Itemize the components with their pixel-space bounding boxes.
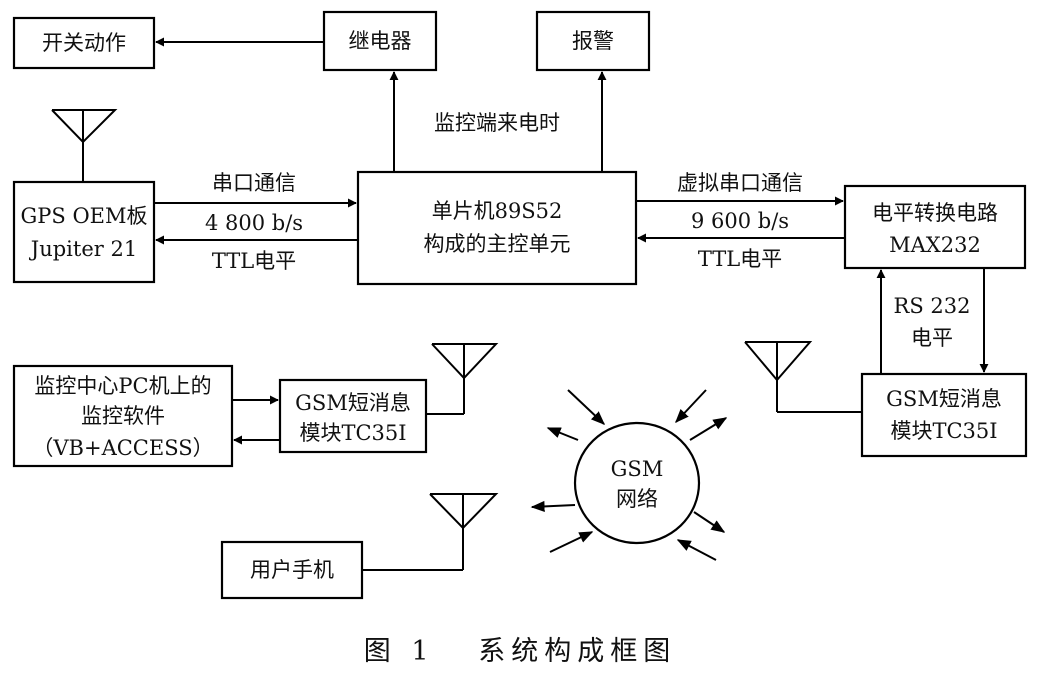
ttl-right-label: TTL电平 [698,247,782,271]
signal-in-arrow-lower-right [676,539,717,561]
baud-4800-label: 4 800 b/s [205,211,303,235]
gsm-right-antenna-icon [744,341,862,413]
gps-oem-box: GPS OEM板 Jupiter 21 [12,180,156,284]
user-phone-label: 用户手机 [250,558,334,582]
power-on-label: 监控端来电时 [434,111,560,135]
signal-in-arrow-upper-right [675,389,707,424]
signal-out-arrow-upper-left [546,427,579,441]
serial-comm-label: 串口通信 [212,171,296,195]
gsm-left-label: GSM短消息 [295,391,411,415]
gsm-network-label: GSM [611,457,664,481]
level-converter-box: 电平转换电路 MAX232 [843,184,1027,270]
monitor-pc-box: 监控中心PC机上的 监控软件 （VB+ACCESS） [12,364,234,468]
gsm-module-right-box: GSM短消息 模块TC35I [860,372,1028,458]
signal-out-arrow-left [530,500,576,513]
mcu-label: 单片机89S52 [432,199,563,223]
user-phone-box: 用户手机 [220,540,364,600]
gsm-right-label: GSM短消息 [886,387,1002,411]
phone-antenna-icon [362,493,499,571]
alarm-label: 报警 [572,29,614,53]
gsm-module-left-box: GSM短消息 模块TC35I [278,378,428,454]
gsm-network-sub-label: 网络 [616,487,658,511]
gsm-network-signal-arrows [530,389,728,561]
gsm-left-antenna-icon [426,343,499,415]
pc-stack-label: （VB+ACCESS） [32,436,213,460]
gsm-right-model-label: 模块TC35I [890,419,997,443]
pc-software-label: 监控软件 [81,404,165,428]
max232-label: MAX232 [889,233,981,257]
relay-box: 继电器 [322,10,438,72]
signal-in-arrow-upper-left [567,389,606,425]
relay-label: 继电器 [349,29,412,53]
figure-caption: 图 1 系统构成框图 [364,636,677,667]
pc-label: 监控中心PC机上的 [34,374,211,398]
rs232-label: RS 232 [894,294,971,318]
mcu-main-box: 单片机89S52 构成的主控单元 [356,170,638,286]
signal-out-arrow-lower-right [693,511,726,533]
switch-action-box: 开关动作 [12,16,156,70]
level-converter-label: 电平转换电路 [872,201,998,225]
rs232-level-label: 电平 [911,326,953,350]
gps-oem-label: GPS OEM板 [20,204,147,228]
gps-model-label: Jupiter 21 [29,237,137,261]
baud-9600-label: 9 600 b/s [691,209,789,233]
gsm-left-model-label: 模块TC35I [299,421,406,445]
mcu-unit-label: 构成的主控单元 [424,232,571,256]
signal-in-arrow-lower-left [549,531,594,553]
signal-out-arrow-upper-right [689,417,728,441]
alarm-box: 报警 [535,10,651,72]
switch-action-label: 开关动作 [42,31,126,55]
gps-antenna-icon [51,109,118,182]
virtual-serial-label: 虚拟串口通信 [677,171,803,195]
gsm-network-circle: GSM 网络 [573,421,701,545]
ttl-left-label: TTL电平 [212,249,296,273]
